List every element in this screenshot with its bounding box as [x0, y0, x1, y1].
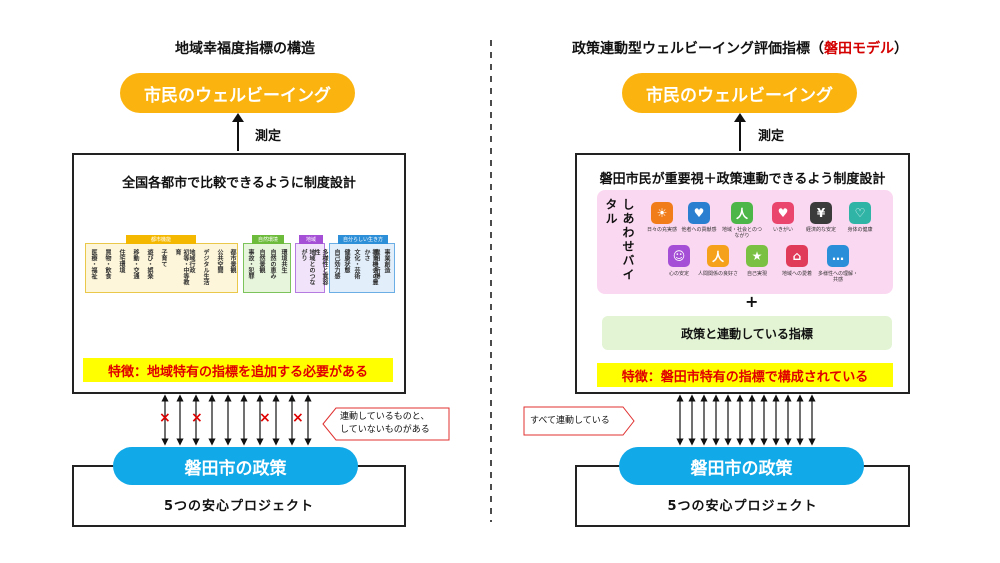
item-label: 移動・交通 — [132, 249, 139, 279]
self-actualization-icon: ★ — [746, 245, 768, 267]
item-label: 子育て — [160, 249, 167, 267]
vital-label: 他者への貢献感 — [681, 227, 717, 233]
right-measure-label: 測定 — [758, 129, 785, 144]
item-label: 環境共生 — [280, 249, 287, 273]
item-label: 住宅環境 — [118, 249, 125, 273]
vital-label: 日々の充実感 — [646, 227, 677, 233]
vital-label: 自己実現 — [746, 271, 767, 277]
daily-fulfillment-icon: ☀ — [651, 202, 673, 224]
right-title-main: 政策連動型ウェルビーイング評価指標（ — [572, 41, 824, 57]
unlinked-mark: × — [259, 410, 271, 426]
right-wellbeing-pill: 市民のウェルビーイング — [622, 73, 857, 113]
category-nature: 自然環境 — [243, 235, 291, 293]
left-measure-label: 測定 — [255, 129, 282, 144]
category-community: 地域 — [295, 235, 325, 293]
vital-label: 地域・社会とのつながり — [722, 227, 762, 239]
economic-stability-icon: ¥ — [810, 202, 832, 224]
item-label: 買物・飲食 — [104, 249, 111, 279]
unlinked-mark: × — [159, 410, 171, 426]
vital-label: 身体の健康 — [847, 227, 873, 233]
left-policy-pill: 磐田市の政策 — [113, 447, 358, 485]
item-label: 遊び・娯楽 — [146, 249, 153, 279]
diversity-understanding-icon: … — [827, 245, 849, 267]
item-label: 事故・犯罪 — [247, 249, 254, 279]
policy-metrics-bar: 政策と連動している指標 — [602, 316, 892, 350]
left-callout-line-1: 連動しているものと、 — [340, 412, 430, 422]
left-feature-bar: 特徴：地域特有の指標を追加する必要がある — [83, 358, 393, 382]
right-title: 政策連動型ウェルビーイング評価指標（磐田モデル） — [540, 38, 940, 58]
item-label: 雇用・所得 — [373, 249, 380, 279]
category-nature-label: 自然環境 — [252, 235, 284, 244]
left-box-heading: 全国各都市で比較できるように制度設計 — [122, 176, 356, 191]
left-link-arrows — [161, 394, 312, 446]
item-label: 自然景観 — [258, 249, 265, 273]
item-label: 地域行政 — [188, 249, 195, 273]
item-label: 都市景観 — [229, 249, 236, 273]
item-label: 教育機会の豊かさ — [363, 249, 378, 285]
mental-stability-icon: ☺ — [668, 245, 690, 267]
item-label: 初等・中等教育 — [174, 249, 189, 285]
left-measure-arrow — [232, 113, 244, 151]
item-label: 公共空間 — [216, 249, 223, 273]
center-divider — [490, 40, 492, 522]
category-self-label: 自分らしい生き方 — [338, 235, 388, 244]
right-feature-bar: 特徴：磐田市特有の指標で構成されている — [597, 363, 893, 387]
unlinked-mark: × — [191, 410, 203, 426]
happiness-vital-panel: しあわせバイタル — [597, 190, 893, 294]
item-label: 地域とのつながり — [300, 249, 315, 285]
local-attachment-icon: ⌂ — [786, 245, 808, 267]
community-connection-icon: 人 — [731, 202, 753, 224]
right-callout-text: すべて連動している — [530, 416, 610, 426]
right-link-arrows — [676, 394, 816, 446]
right-callout-shape — [523, 406, 635, 436]
item-label: 多様性と寛容性 — [313, 249, 328, 285]
category-urban-function-label: 都市機能 — [126, 235, 196, 244]
relationships-icon: 人 — [707, 245, 729, 267]
left-callout-text: 連動しているものと、 していないものがある — [340, 411, 450, 437]
left-title: 地域幸福度指標の構造 — [175, 41, 315, 57]
right-title-accent: 磐田モデル — [824, 41, 894, 57]
right-box-heading: 磐田市民が重要視＋政策連動できるよう制度設計 — [599, 172, 886, 187]
item-label: 自己効力感 — [333, 249, 340, 279]
right-policy-pill: 磐田市の政策 — [619, 447, 864, 485]
contribution-icon: ♥ — [688, 202, 710, 224]
left-callout-line-2: していないものがある — [340, 425, 430, 435]
indicator-table: 都市機能 自然環境 地域 自分らしい生き方 医療・福祉 買物・飲食 住宅環境 移… — [85, 235, 395, 301]
physical-health-icon: ♡ — [849, 202, 871, 224]
item-label: デジタル生活 — [202, 249, 209, 285]
vital-label: いきがい — [772, 227, 793, 233]
unlinked-mark: × — [292, 410, 304, 426]
item-label: 医療・福祉 — [90, 249, 97, 279]
right-measure-arrow — [734, 113, 746, 151]
category-community-label: 地域 — [299, 235, 323, 244]
left-callout-shape — [322, 407, 450, 441]
ikigai-icon: ♥ — [772, 202, 794, 224]
category-urban-function: 都市機能 — [85, 235, 238, 293]
vital-label: 経済的な安定 — [805, 227, 836, 233]
item-label: 健康状態 — [343, 249, 350, 273]
vital-label: 心の安定 — [668, 271, 689, 277]
vital-label: 人間関係の良好さ — [697, 271, 738, 277]
left-wellbeing-pill: 市民のウェルビーイング — [120, 73, 355, 113]
happiness-vital-label: しあわせバイタル — [604, 198, 635, 282]
item-label: 自然の恵み — [269, 249, 276, 279]
vital-label: 多様性への理解・共感 — [817, 271, 858, 283]
item-label: 事業創造 — [383, 249, 390, 273]
item-label: 文化・芸術 — [353, 249, 360, 279]
category-self: 自分らしい生き方 — [329, 235, 395, 293]
right-title-end: ） — [894, 41, 908, 57]
vital-label: 地域への愛着 — [781, 271, 812, 277]
plus-sign: + — [745, 292, 759, 311]
